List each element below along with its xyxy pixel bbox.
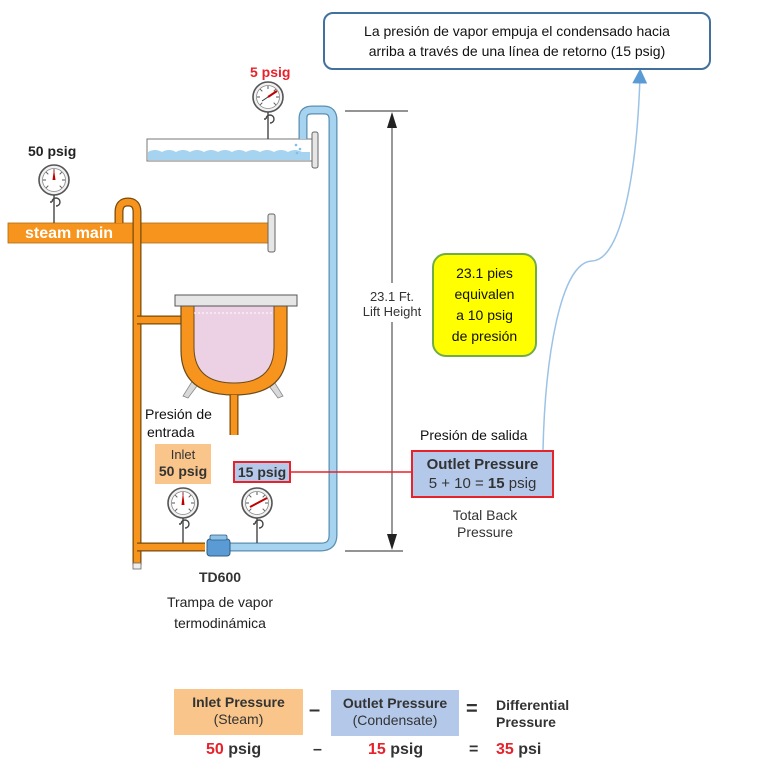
trap-description-line-1: Trampa de vapor [166, 594, 274, 610]
callout-arrow [542, 68, 648, 451]
note-line-2: equivalen [454, 286, 515, 302]
callout-box: La presión de vapor empuja el condensado… [323, 12, 711, 70]
note-line-3: a 10 psig [456, 307, 513, 323]
equation-equals-sign: = [466, 698, 478, 720]
equation-outlet-box: Outlet Pressure (Condensate) [331, 690, 459, 736]
lift-equivalence-note: 23.1 pies equivalen a 10 psig de presión [432, 253, 537, 357]
condensate-riser [230, 105, 338, 552]
result-value-unit: psi [513, 741, 542, 758]
result-value-number: 35 [496, 741, 514, 758]
equation-outlet-title: Outlet Pressure [342, 695, 448, 711]
inlet-badge-title: Inlet [170, 447, 196, 462]
trap-description: Trampa de vapor termodinámica [160, 592, 280, 634]
return-line-pressure-label: 5 psig [250, 64, 291, 80]
lift-height-label: 23.1 Ft. Lift Height [350, 289, 434, 319]
total-back-pressure-label: Total Back Pressure [430, 507, 540, 541]
outlet-caption: Presión de salida [420, 427, 528, 443]
total-back-line-2: Pressure [456, 524, 514, 540]
steam-main-pressure-label: 50 psig [28, 143, 77, 159]
equation-result-value: 35 psi [496, 741, 541, 759]
steam-main-gauge [38, 164, 70, 223]
outlet-value-unit: psig [385, 741, 424, 758]
outlet-formula-unit: psig [504, 475, 537, 492]
return-line-gauge [252, 81, 284, 139]
equation-result-label: Differential Pressure [496, 697, 569, 731]
equation-result-line-2: Pressure [496, 714, 556, 730]
callout-line-2: arriba a través de una línea de retorno … [368, 43, 666, 59]
inlet-caption-line-2: entrada [147, 424, 195, 440]
total-back-line-1: Total Back [452, 507, 518, 523]
inlet-pressure-badge: Inlet 50 psig [155, 444, 211, 484]
equation-minus-sign-2: – [313, 741, 322, 758]
outlet-value-number: 15 [368, 741, 386, 758]
equation-inlet-box: Inlet Pressure (Steam) [174, 689, 303, 735]
steam-supply-line [114, 197, 205, 570]
inlet-gauge [167, 487, 199, 543]
outlet-pressure-small-badge: 15 psig [233, 461, 291, 483]
equation-equals-sign-2: = [469, 741, 479, 758]
equation-inlet-value: 50 psig [206, 741, 261, 759]
jacketed-kettle [174, 294, 298, 435]
trap-description-line-2: termodinámica [174, 615, 266, 631]
lift-height-caption: Lift Height [362, 304, 422, 319]
outlet-box-title: Outlet Pressure [426, 456, 539, 473]
td600-trap [206, 534, 231, 557]
steam-main-label: steam main [25, 225, 114, 242]
outlet-pressure-box: Outlet Pressure 5 + 10 = 15 psig [411, 450, 554, 498]
lift-height-dimension [345, 110, 408, 552]
inlet-caption-line-1: Presión de [145, 406, 212, 422]
equation-outlet-sub: (Condensate) [352, 712, 438, 728]
outlet-gauge [241, 487, 273, 543]
return-line-pipe [146, 131, 319, 169]
outlet-formula-prefix: 5 + 10 = [428, 475, 488, 492]
outlet-formula: 5 + 10 = 15 psig [413, 474, 552, 493]
callout-line-1: La presión de vapor empuja el condensado… [364, 23, 670, 39]
inlet-caption: Presión de entrada [145, 405, 212, 441]
note-line-4: de presión [451, 328, 518, 344]
inlet-value-unit: psig [223, 741, 262, 758]
equation-minus-sign: – [309, 699, 321, 721]
trap-model-label: TD600 [199, 569, 242, 585]
equation-outlet-value: 15 psig [368, 741, 423, 759]
outlet-formula-value: 15 [487, 475, 505, 492]
equation-inlet-sub: (Steam) [213, 711, 264, 727]
lift-height-value: 23.1 Ft. [369, 289, 415, 304]
equation-inlet-title: Inlet Pressure [192, 694, 285, 710]
inlet-value-number: 50 [206, 741, 224, 758]
inlet-badge-value: 50 psig [158, 463, 208, 479]
note-line-1: 23.1 pies [456, 265, 513, 281]
equation-result-line-1: Differential [496, 697, 570, 713]
